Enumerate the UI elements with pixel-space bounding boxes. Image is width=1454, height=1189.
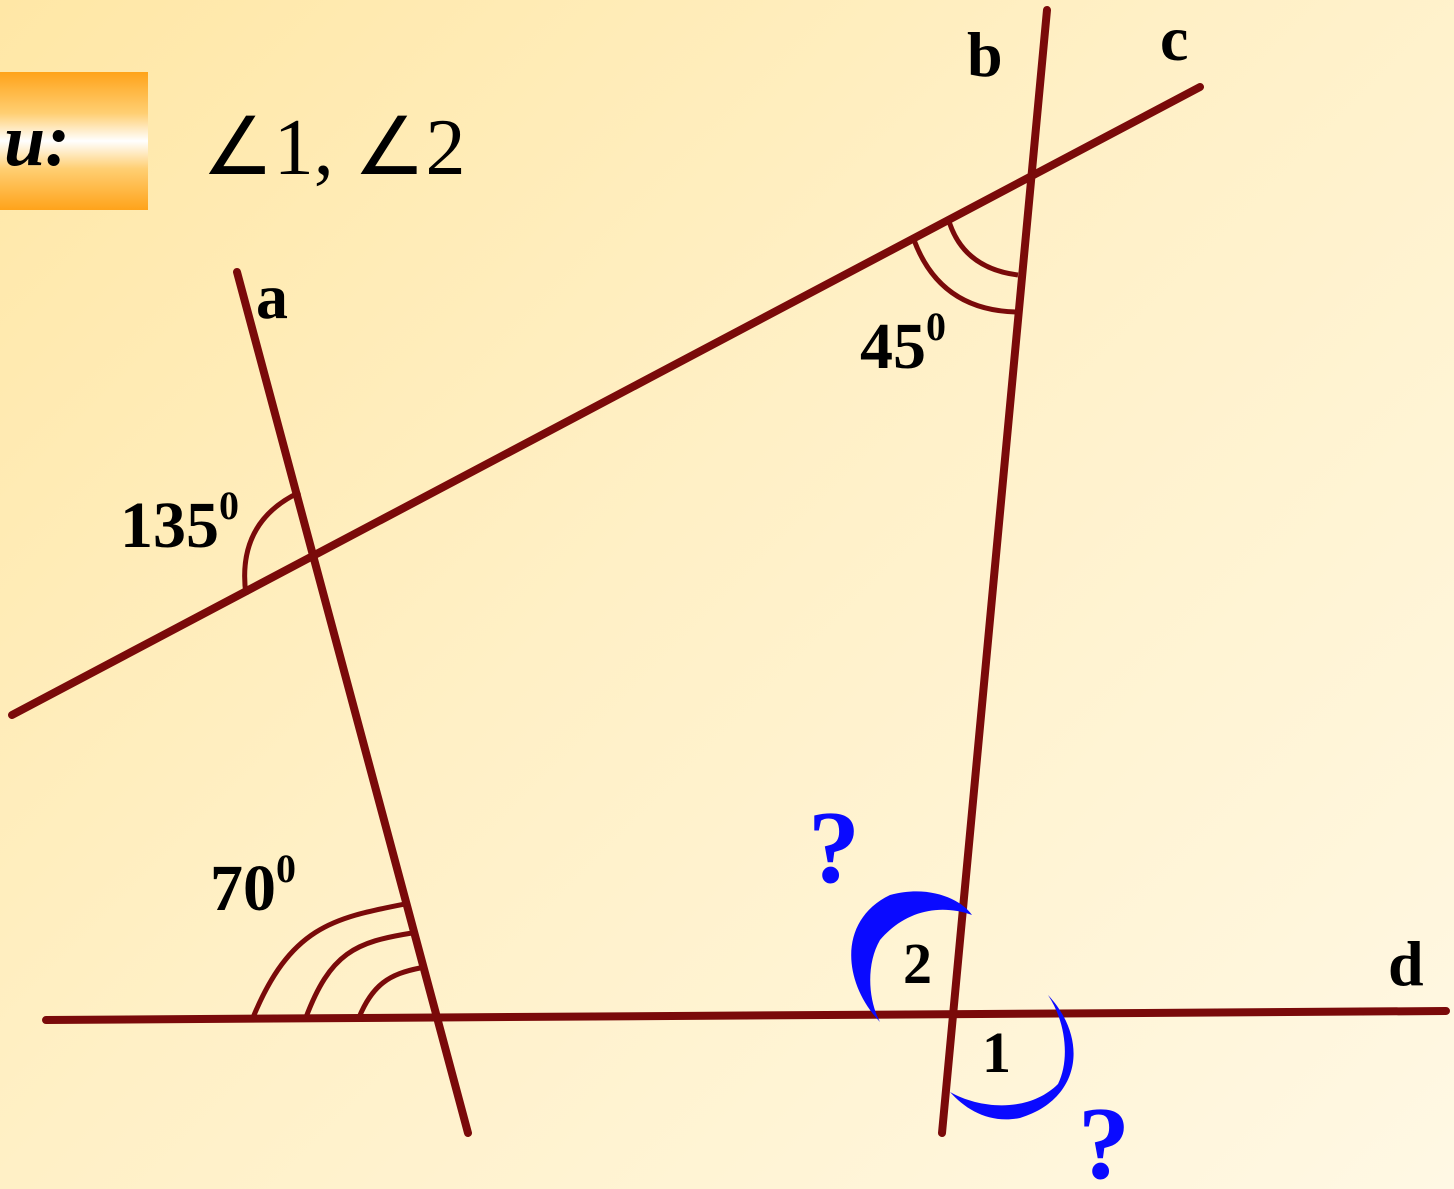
angle-70-label: 700 [210,846,296,925]
arc-70-inner [355,965,421,1021]
label-c: c [1160,3,1188,74]
line-d [42,1007,1450,1024]
line-c [8,83,1204,719]
arc-70-outer [249,901,406,1021]
angle-1-label: 1 [982,1020,1011,1085]
header-badge: и: [0,72,148,210]
question-mark-angle-2: ? [808,790,860,905]
label-a: a [256,261,288,332]
header-prefix: и: [4,100,70,182]
arc-angle-2 [851,891,972,1022]
angle-135-label: 1350 [120,483,239,562]
arc-135 [242,489,302,596]
line-b [938,6,1051,1137]
angle-45-label: 450 [860,304,946,383]
arc-45-inner [945,217,1019,278]
arc-70-middle [302,930,413,1021]
label-d: d [1388,928,1424,999]
angle-2-label: 2 [903,931,932,996]
line-a [233,268,472,1137]
find-angles-text: ∠1, ∠2 [202,104,466,192]
question-mark-angle-1: ? [1078,1086,1130,1189]
arc-45-outer [911,239,1017,315]
label-b: b [967,19,1003,90]
